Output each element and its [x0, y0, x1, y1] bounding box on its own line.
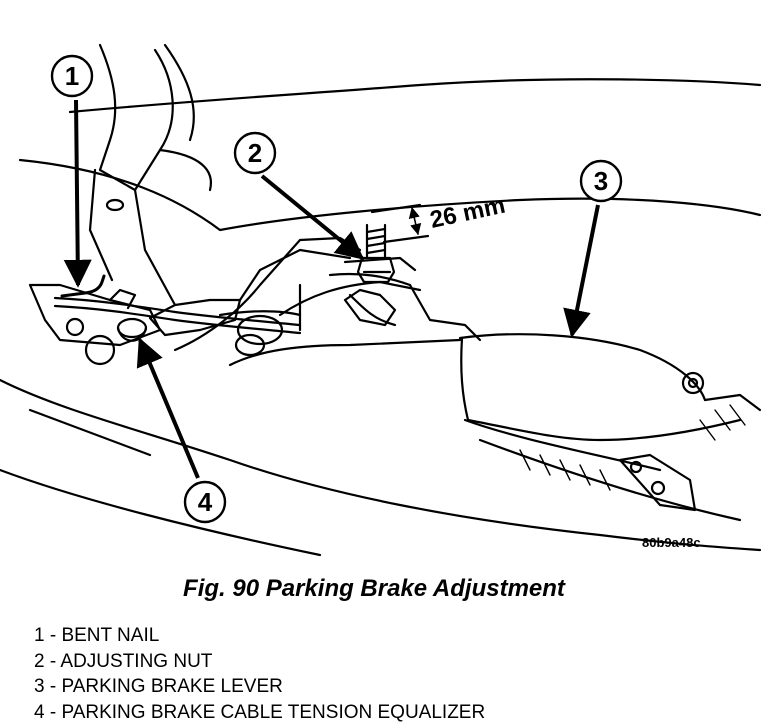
legend-item: 2 - ADJUSTING NUT	[34, 650, 213, 672]
callout-3-number: 3	[594, 166, 608, 196]
reference-code: 80b9a48c	[642, 535, 701, 550]
legend-item: 1 - BENT NAIL	[34, 625, 160, 646]
legend-item: 3 - PARKING BRAKE LEVER	[34, 676, 283, 697]
adjusting-nut	[343, 223, 417, 284]
upper-bracket	[88, 43, 212, 307]
legend-item: 4 - PARKING BRAKE CABLE TENSION EQUALIZE…	[34, 701, 486, 723]
callout-2: 2	[233, 131, 365, 260]
callout-4-number: 4	[198, 487, 213, 517]
callout-4: 4	[136, 337, 227, 524]
figure-caption: Fig. 90 Parking Brake Adjustment	[183, 575, 565, 602]
callout-2-number: 2	[248, 138, 262, 168]
parking-brake-lever	[458, 333, 762, 512]
mounting-plate	[28, 283, 162, 366]
bent-nail	[60, 274, 106, 298]
lever-mechanism	[173, 236, 482, 367]
callout-1-number: 1	[65, 61, 79, 91]
parking-brake-illustration: 1 2 3 4 26 mm 80b9a48c	[0, 43, 762, 557]
callout-1: 1	[50, 54, 94, 288]
floor-texture	[519, 404, 746, 491]
brake-cable	[53, 296, 302, 335]
dimension-indicator	[370, 203, 430, 244]
callout-3: 3	[563, 159, 623, 338]
floor-contours	[0, 78, 762, 557]
legend-list: 1 - BENT NAIL 2 - ADJUSTING NUT 3 - PARK…	[34, 623, 485, 725]
dimension-label: 26 mm	[428, 192, 508, 234]
